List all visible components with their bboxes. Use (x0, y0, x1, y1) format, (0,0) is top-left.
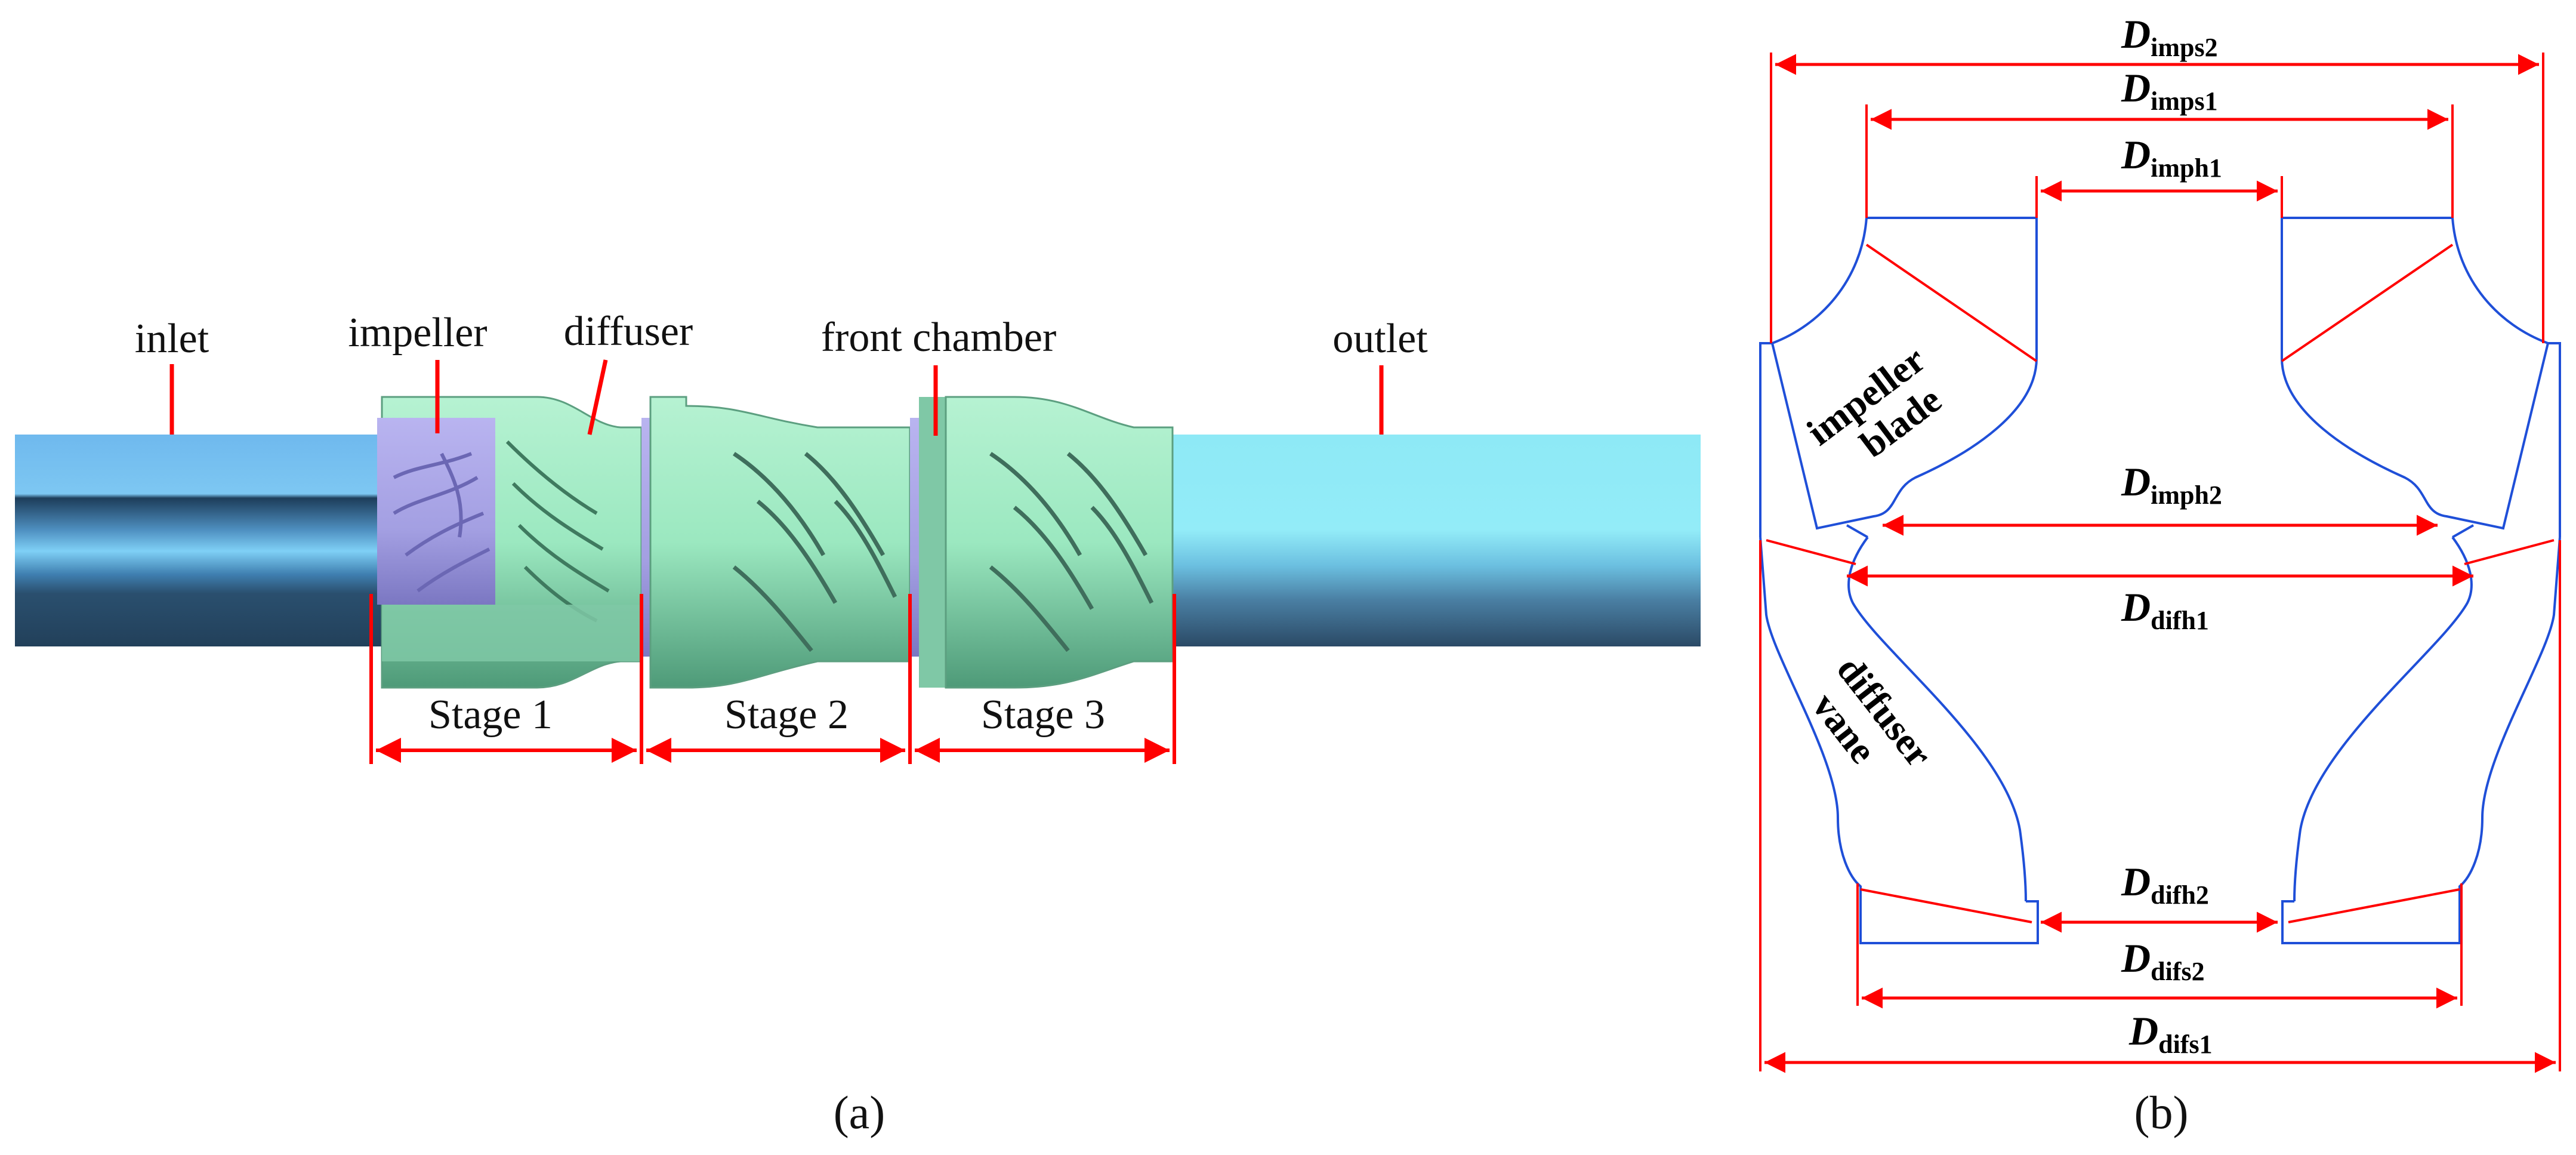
label-stage-3: Stage 3 (981, 692, 1105, 738)
leader-lines (169, 359, 1384, 436)
panel-b: Dimps2 Dimps1 Dimph1 Dimph2 Ddifh1 Ddifh… (1759, 11, 2561, 1138)
extension-lines (1759, 53, 2561, 1071)
label-impeller: impeller (348, 310, 487, 356)
label-dim-imps2: Dimps2 (2121, 11, 2218, 62)
stage2-vanes (732, 452, 897, 652)
front-chamber-ring (919, 397, 946, 688)
label-front-chamber: front chamber (821, 315, 1057, 361)
label-dim-imph1: Dimph1 (2121, 132, 2222, 183)
stage2-body (649, 396, 911, 689)
label-inlet: inlet (135, 316, 209, 362)
profile-chords (1766, 244, 2555, 923)
caption-a: (a) (834, 1086, 886, 1138)
outlet-pipe (1170, 435, 1701, 646)
label-dim-difh1: Ddifh1 (2121, 584, 2209, 635)
impeller-blade-label: impeller blade (1799, 338, 1949, 466)
dimension-arrows (1764, 54, 2556, 1073)
label-dim-difs2: Ddifs2 (2121, 935, 2205, 986)
label-dim-imps1: Dimps1 (2121, 65, 2218, 116)
label-diffuser: diffuser (564, 309, 693, 355)
label-stage-2: Stage 2 (724, 692, 849, 738)
diffuser-vane-label: diffuser vane (1804, 648, 1941, 775)
stage-markers (369, 594, 1176, 764)
label-outlet: outlet (1332, 316, 1428, 362)
stage1-impeller (377, 418, 495, 605)
panel-a: inlet impeller diffuser front chamber ou… (15, 309, 1701, 1138)
stage1-band (382, 605, 641, 661)
impeller-blades (393, 452, 490, 593)
label-stage-1: Stage 1 (428, 692, 553, 738)
inlet-pipe (15, 435, 382, 646)
diffuser-profile (1759, 524, 2561, 944)
label-dim-difs1: Ddifs1 (2128, 1008, 2213, 1059)
label-dim-imph2: Dimph2 (2121, 459, 2222, 510)
caption-b: (b) (2134, 1086, 2189, 1138)
stage3-vanes (989, 452, 1154, 652)
leader-diffuser (587, 359, 608, 435)
label-dim-difh2: Ddifh2 (2121, 859, 2209, 910)
